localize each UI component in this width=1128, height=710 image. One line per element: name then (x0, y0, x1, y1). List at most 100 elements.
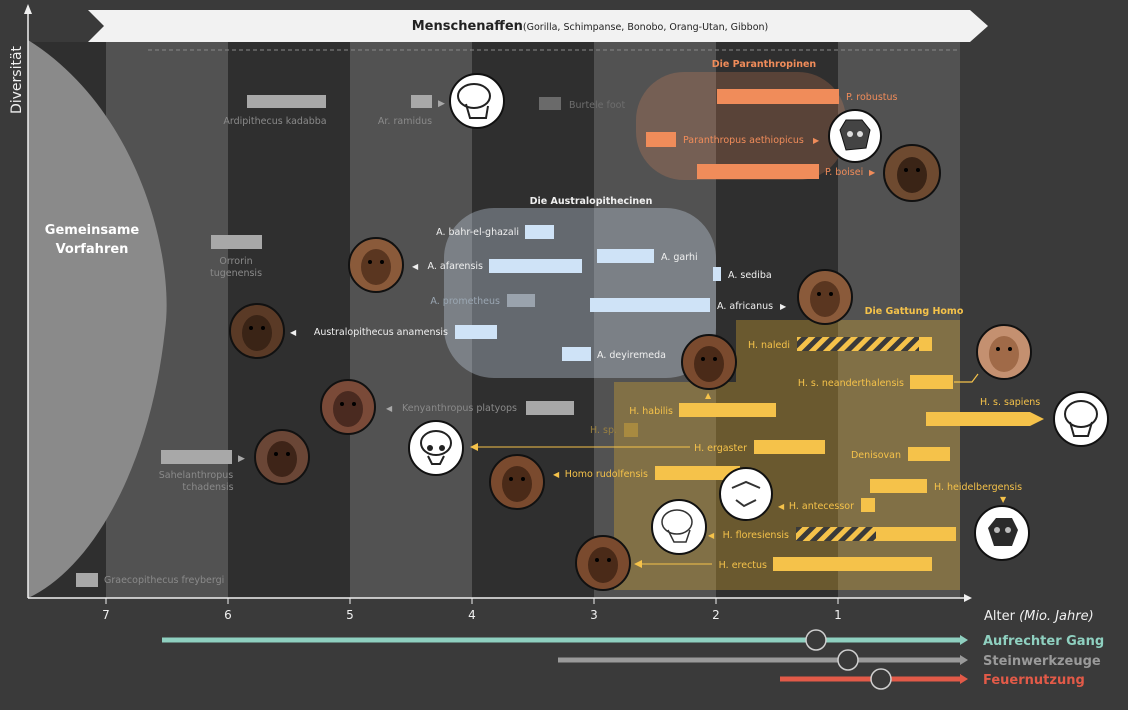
paranthropinen-species: P. robustus Paranthropus aethiopicus ▶ P… (646, 89, 898, 179)
bar-sediba (713, 267, 721, 281)
ancestors-line1: Gemeinsame (45, 223, 140, 238)
label-afarensis: A. afarensis (428, 261, 484, 272)
australopithecinen-species: A. bahr-el-ghazali A. afarensis ◀ A. gar… (290, 225, 787, 361)
face-afarensis-icon (348, 237, 404, 293)
label-boisei: P. boisei (825, 167, 863, 178)
label-antecessor: H. antecessor (789, 501, 854, 512)
label-garhi: A. garhi (661, 252, 698, 263)
bar-habilis (679, 403, 776, 417)
label-sediba: A. sediba (728, 270, 772, 281)
label-hsp: H. sp. (590, 425, 617, 436)
bar-kadabba (247, 95, 326, 108)
bar-afarensis (489, 259, 582, 273)
band (472, 42, 594, 598)
trait-arrow-werkzeuge (960, 655, 968, 665)
trait-arrow-gang (960, 635, 968, 645)
bar-kenyanthropus (526, 401, 574, 415)
bar-sapiens (926, 412, 1044, 426)
header-title: Menschenaffen (412, 19, 523, 34)
label-graeco: Graecopithecus freybergi (104, 575, 224, 586)
ancestors-line2: Vorfahren (56, 242, 129, 257)
tick-label: 5 (346, 608, 354, 622)
arrow-left-icon: ◀ (386, 404, 393, 413)
time-bands (28, 42, 960, 598)
arrow-left-icon: ◀ (553, 470, 560, 479)
bar-robustus (717, 89, 839, 104)
australopithecinen-label: Die Australopithecinen (530, 196, 653, 207)
label-kadabba: Ardipithecus kadabba (223, 116, 326, 127)
bar-erectus (773, 557, 932, 571)
paranthropinen-region (636, 72, 846, 180)
label-sahel-1: Sahelanthropus (159, 470, 234, 481)
bar-bahr (525, 225, 554, 239)
label-heidel: H. heidelbergensis (934, 482, 1022, 493)
y-axis-arrow (24, 4, 32, 14)
bar-burtele (539, 97, 561, 110)
bar-deyiremeda (562, 347, 591, 361)
skull-ergaster-icon (408, 420, 464, 476)
label-habilis: H. habilis (629, 406, 673, 417)
bar-hsp (624, 423, 638, 437)
face-neanderthal-icon (976, 324, 1032, 380)
trait-werkzeuge-label: Steinwerkzeuge (983, 654, 1101, 669)
band (350, 42, 472, 598)
bar-orrorin (211, 235, 262, 249)
bar-ramidus (411, 95, 432, 108)
face-naledi-icon (681, 334, 737, 390)
bar-rudolfensis (655, 466, 740, 480)
bar-graecopithecus (76, 573, 98, 587)
label-prometheus: A. prometheus (430, 296, 500, 307)
arrow-right-icon: ▶ (869, 168, 876, 177)
skull-aethiopicus-icon (828, 109, 882, 163)
label-orrorin-1: Orrorin (219, 256, 252, 267)
bar-africanus (590, 298, 710, 312)
header-text: Menschenaffen(Gorilla, Schimpanse, Bonob… (412, 19, 769, 34)
skull-floresiensis-icon (651, 499, 707, 555)
arrow-right-icon: ▶ (780, 302, 787, 311)
arrow-right-icon: ▶ (238, 454, 245, 464)
bar-heidelbergensis (870, 479, 927, 493)
arrow-left-icon: ◀ (708, 531, 715, 540)
label-ramidus: Ar. ramidus (378, 116, 432, 127)
tick-label: 2 (712, 608, 720, 622)
label-erectus: H. erectus (719, 560, 767, 571)
face-kenyanthropus-icon (320, 379, 376, 435)
trait-feuer-label: Feuernutzung (983, 673, 1085, 688)
label-robustus: P. robustus (846, 92, 898, 103)
bar-denisovan (908, 447, 950, 461)
skull-sapiens-icon (1053, 391, 1109, 447)
face-sahelanthropus-icon (254, 429, 310, 485)
homo-label: Die Gattung Homo (865, 306, 964, 317)
arrow-right-icon: ▶ (813, 136, 820, 145)
face-rudolfensis-icon (489, 454, 545, 510)
label-denisovan: Denisovan (851, 450, 901, 461)
tick-label: 4 (468, 608, 476, 622)
bar-naledi-hatched (797, 337, 919, 351)
skull-heidelbergensis-icon (974, 505, 1030, 561)
x-axis-arrow (964, 594, 972, 602)
fire-icon (870, 668, 892, 690)
label-neander: H. s. neanderthalensis (798, 378, 904, 389)
arrow-up-icon: ▲ (705, 391, 712, 400)
label-sapiens: H. s. sapiens (980, 397, 1040, 408)
bar-prometheus (507, 294, 535, 307)
stone-tool-icon (837, 649, 859, 671)
face-boisei-icon (883, 144, 941, 202)
x-ticks: 7 6 5 4 3 2 1 (102, 598, 842, 622)
y-axis-label: Diversität (9, 45, 25, 114)
arrow-left-icon: ◀ (290, 328, 297, 337)
early-hominins: Ardipithecus kadabba ▶ Ar. ramidus Burte… (76, 95, 625, 587)
bar-floresiensis (876, 527, 956, 541)
label-orrorin-2: tugenensis (210, 268, 262, 279)
skull-ramidus-icon (449, 73, 505, 129)
label-naledi: H. naledi (748, 340, 790, 351)
face-anamensis-icon (229, 303, 285, 359)
arrow-left-icon: ◀ (778, 502, 785, 511)
label-sahel-2: tchadensis (182, 482, 233, 493)
footprint-icon (805, 629, 827, 651)
ancestor-shape (28, 40, 167, 598)
neander-arrow (954, 373, 979, 383)
bar-garhi (597, 249, 654, 263)
tick-label: 6 (224, 608, 232, 622)
